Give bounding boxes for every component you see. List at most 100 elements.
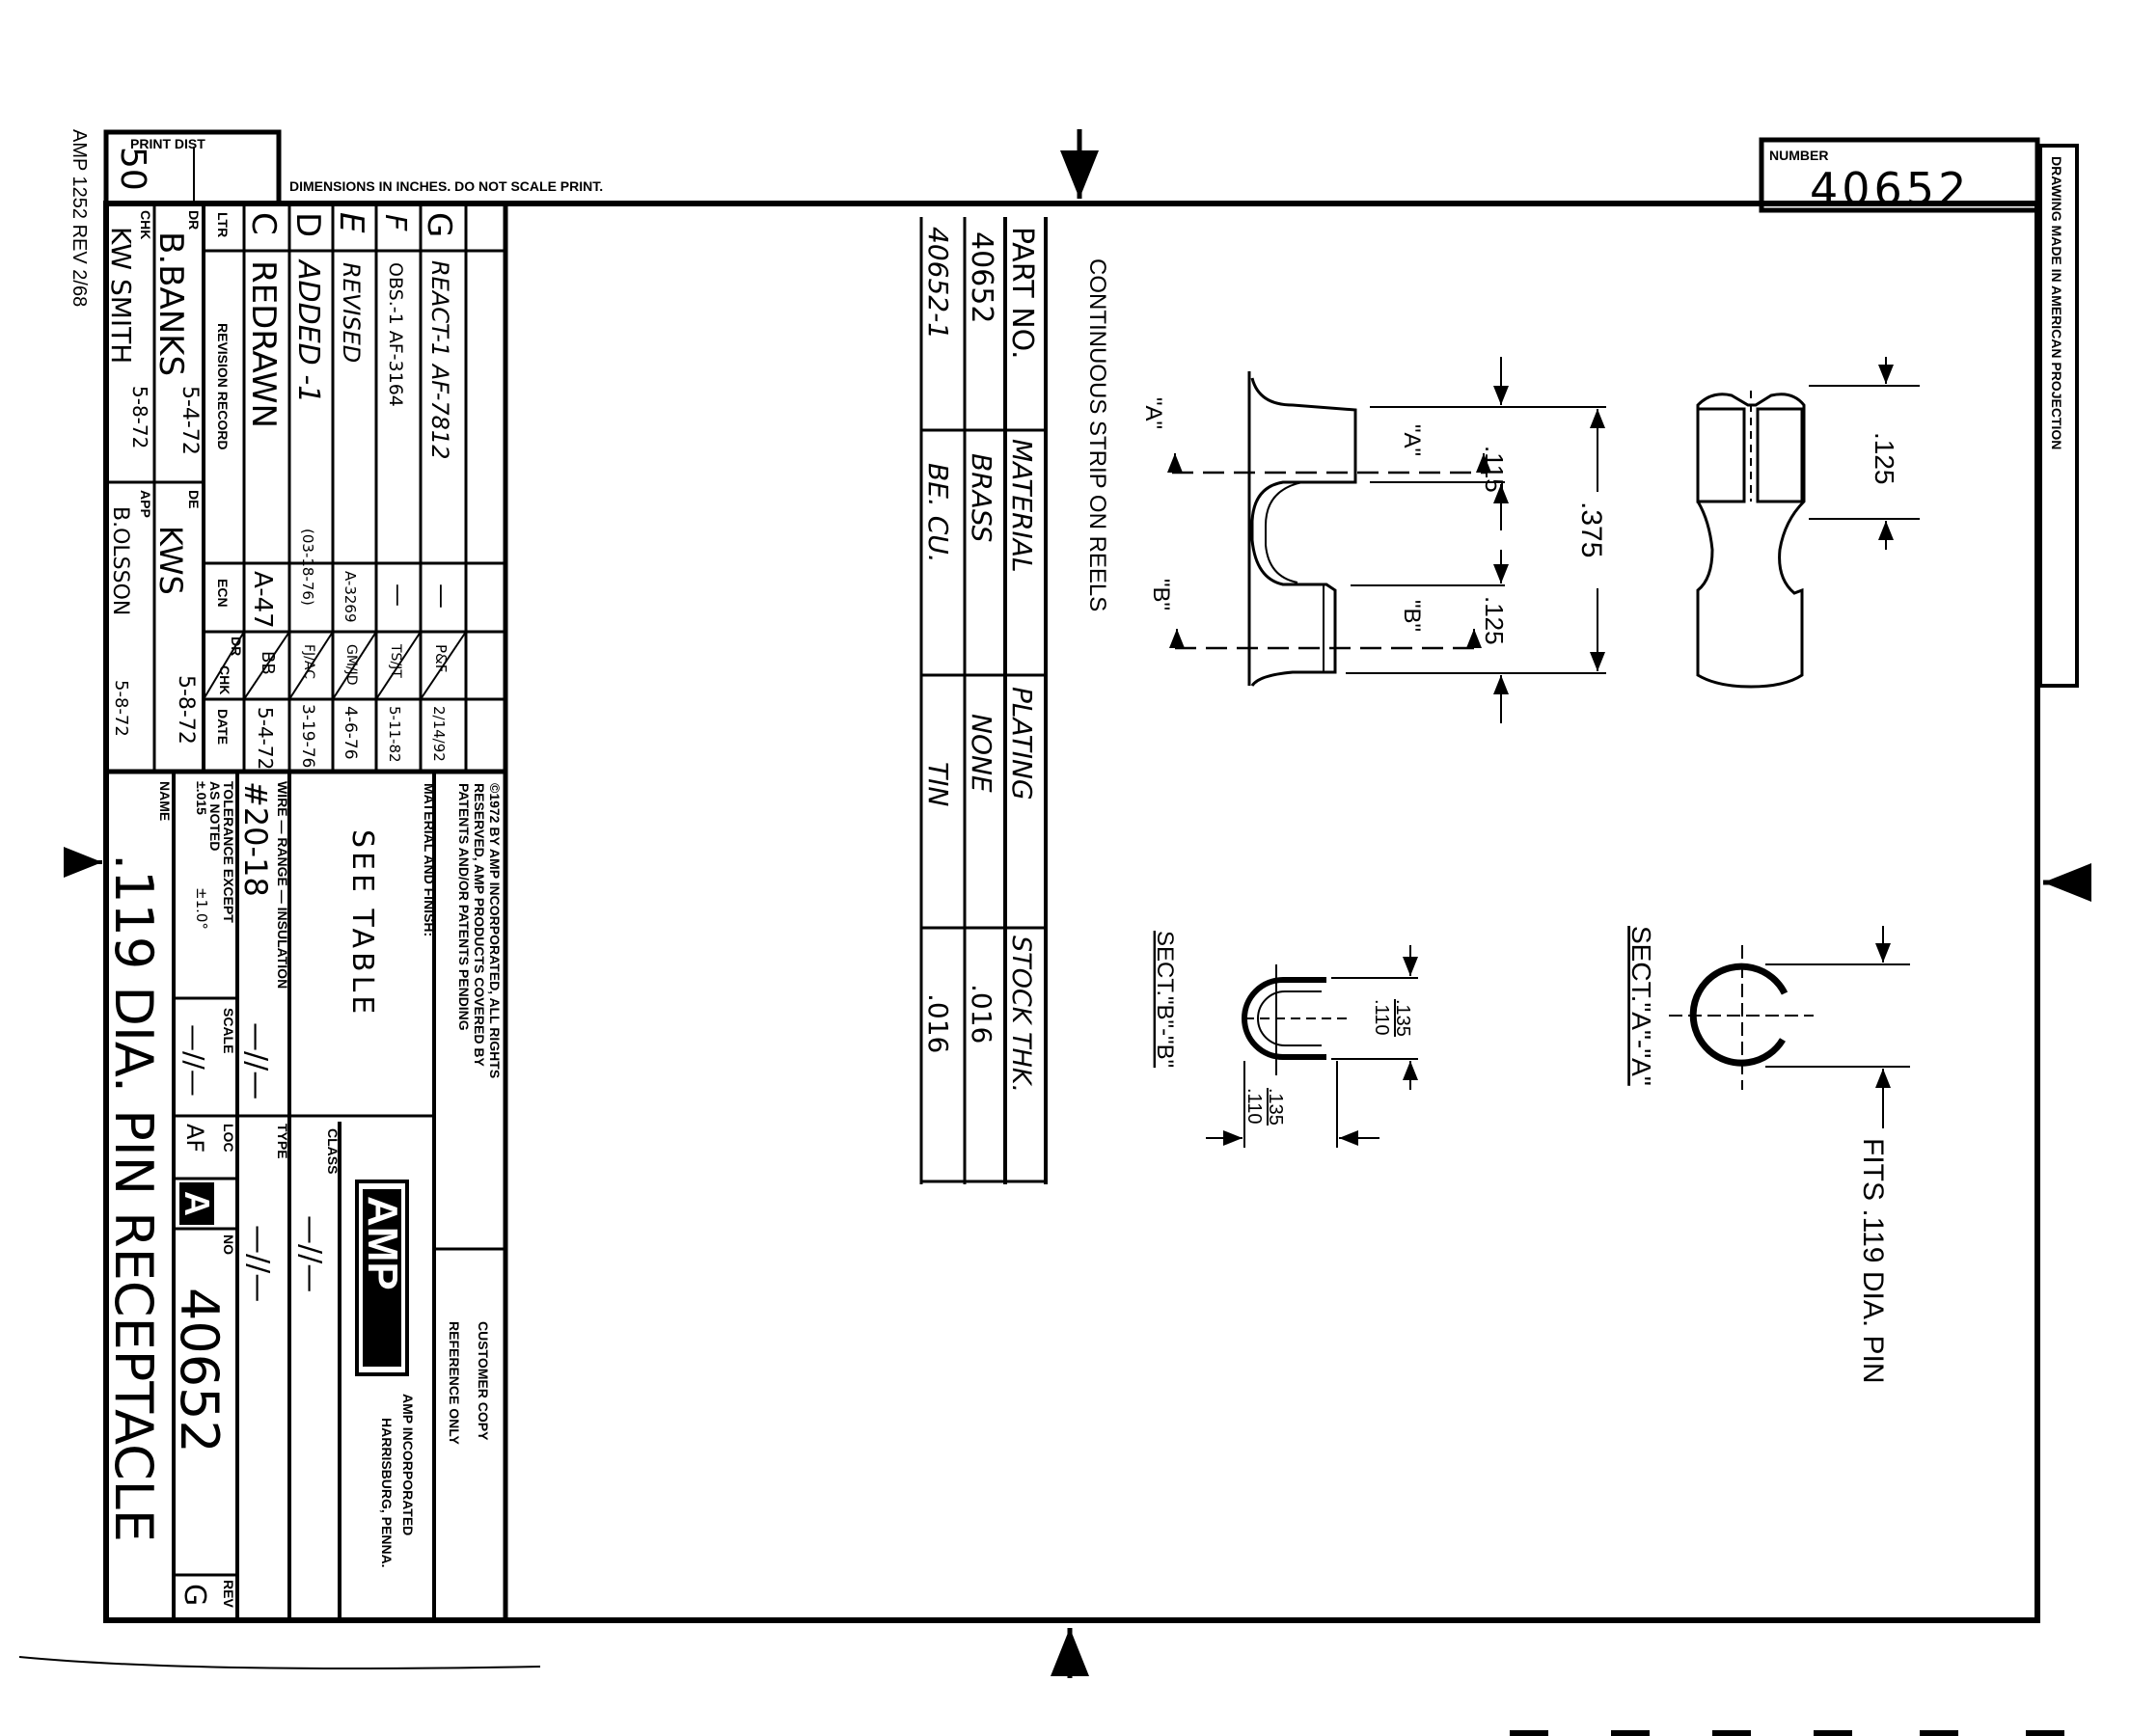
scan-marks: [18, 1656, 2064, 1736]
loc-label: LOC: [221, 1124, 236, 1153]
grid-line: [243, 631, 290, 700]
table-row: 40652-1 BE. CU. TIN .016: [922, 227, 954, 1053]
scan-mark: [1814, 1730, 1852, 1736]
revision-ltr: C: [244, 212, 283, 235]
revision-row: D ADDED -1 (03-18-76) FJ/AC 3-19-76: [288, 212, 327, 768]
material-label: MATERIAL AND FINISH:: [422, 783, 437, 936]
revision-dr-chk: FJ/AC: [301, 644, 316, 679]
scan-mark: [1510, 1730, 1548, 1736]
revision-ecn: (03-18-76): [299, 529, 316, 606]
dr-header: DR: [229, 637, 244, 656]
centering-arrows: [64, 129, 2091, 1678]
title-block-grid: [106, 203, 508, 1620]
dim-bb-h-bottom: .110: [1371, 999, 1392, 1035]
reference-only-stamp: REFERENCE ONLY: [447, 1321, 462, 1446]
table-cell: BRASS: [966, 453, 997, 542]
revision-date: 5-4-72: [254, 707, 277, 770]
scan-mark: [2026, 1730, 2064, 1736]
copyright-line: PATENTS AND/OR PATENTS PENDING: [456, 783, 472, 1031]
projection-note-box: DRAWING MADE IN AMERICAN PROJECTION: [2038, 144, 2079, 688]
loc-value: AF: [181, 1124, 208, 1153]
dimensions-note: DIMENSIONS IN INCHES. DO NOT SCALE PRINT…: [289, 178, 603, 194]
top-view-outline: [1696, 393, 1806, 689]
drawing-number: 40652: [169, 1288, 230, 1453]
amp-logo-fill: [363, 1189, 401, 1367]
print-dist-box: PRINT DIST 50: [103, 129, 282, 206]
size-letter-box: [179, 1182, 214, 1225]
revision-dr-chk: GM/JD: [343, 644, 359, 686]
revision-description: ADDED -1: [291, 258, 325, 403]
print-dist-label: PRINT DIST: [130, 136, 205, 151]
revision-row: E REVISED A-3269 GM/JD 4-6-76: [332, 212, 370, 760]
drawing-border: [103, 201, 2040, 1623]
dr-label: DR: [186, 210, 202, 230]
revision-date: 4-6-76: [341, 706, 360, 760]
revision-dr-chk: P&F: [432, 644, 450, 672]
grid-line: [203, 631, 245, 700]
print-dist-value: 50: [113, 147, 152, 191]
scale-label: SCALE: [221, 1008, 236, 1053]
section-a-title: SECT."A"-"A": [1626, 926, 1656, 1086]
side-view-outline: [1247, 371, 1357, 687]
table-header-cell: PART NO.: [1005, 227, 1039, 360]
revision-date: 5-11-82: [386, 706, 403, 763]
top-view-barrel: [1696, 407, 1746, 503]
class-label: CLASS: [325, 1128, 341, 1174]
fits-note: FITS .119 DIA. PIN: [1857, 1138, 1889, 1384]
number-value: 40652: [1810, 163, 1970, 215]
rev-value: G: [178, 1584, 211, 1606]
amp-logo: AMP: [355, 1180, 409, 1376]
form-id: AMP 1252 REV 2/68: [68, 129, 90, 307]
app-date: 5-8-72: [111, 680, 131, 737]
table-cell: BE. CU.: [922, 463, 954, 563]
date-header: DATE: [215, 709, 231, 745]
table-cell: TIN: [922, 762, 954, 806]
section-b-mark: "B": [1148, 579, 1174, 610]
customer-copy-stamp: CUSTOMER COPY: [476, 1321, 491, 1441]
part-table-header: PART NO. MATERIAL PLATING STOCK THK.: [1005, 227, 1039, 1093]
scale-value: —//—: [178, 1024, 210, 1097]
de-name: KWS: [152, 526, 189, 595]
revision-row: G REACT-1 AF-7812 — P&F 2/14/92: [420, 212, 458, 762]
part-name: .119 DIA. PIN RECEPTACLE: [103, 854, 164, 1542]
revision-ecn: A-3269: [341, 571, 359, 623]
type-value: —//—: [241, 1225, 275, 1302]
part-table: [919, 217, 1048, 1184]
dim-lower: .125: [1480, 596, 1509, 645]
number-frame: [1759, 137, 2040, 213]
no-label: NO: [221, 1234, 236, 1255]
section-a-mark: "A": [1140, 397, 1166, 429]
section-a-mark: "A": [1399, 424, 1425, 456]
revision-dr-chk: TS/JT: [388, 643, 403, 678]
revision-ltr: G: [420, 212, 458, 237]
dr-name: B.BANKS: [151, 231, 190, 376]
chk-header: CHK: [217, 665, 232, 694]
tolerance-value: ±.015: [194, 781, 209, 815]
company-name: AMP INCORPORATED: [400, 1394, 416, 1535]
chk-name: KW SMITH: [105, 227, 137, 364]
tolerance-label: TOLERANCE EXCEPT: [221, 781, 236, 923]
top-view-barrel: [1756, 407, 1804, 503]
dim-bb-h-top: .135: [1392, 999, 1413, 1037]
table-header-cell: STOCK THK.: [1006, 936, 1036, 1093]
revision-row: F OBS.-1 AF-3164 — TS/JT 5-11-82: [378, 214, 412, 763]
table-cell: 40652: [965, 231, 998, 323]
section-b-mark: "B": [1399, 600, 1425, 632]
dim-top-view-width: .125: [1870, 432, 1899, 485]
class-value: —//—: [293, 1215, 327, 1292]
revision-description: REACT-1 AF-7812: [426, 260, 453, 459]
table-cell: .016: [966, 984, 997, 1044]
title-block: ©1972 BY AMP INCORPORATED, ALL RIGHTS RE…: [103, 781, 503, 1608]
revision-description: REVISED: [338, 262, 365, 363]
name-label: NAME: [157, 781, 173, 821]
table-row: 40652 BRASS NONE .016: [965, 231, 998, 1044]
revision-dr-chk: BB: [258, 651, 278, 675]
table-cell: 40652-1: [922, 227, 954, 339]
ltr-header: LTR: [215, 212, 231, 237]
section-a-view: [1669, 926, 1910, 1128]
de-date: 5-8-72: [174, 675, 198, 745]
amp-logo-text: AMP: [359, 1196, 406, 1290]
grid-line: [288, 631, 334, 700]
chk-date: 5-8-72: [128, 386, 151, 448]
scan-mark: [1712, 1730, 1751, 1736]
